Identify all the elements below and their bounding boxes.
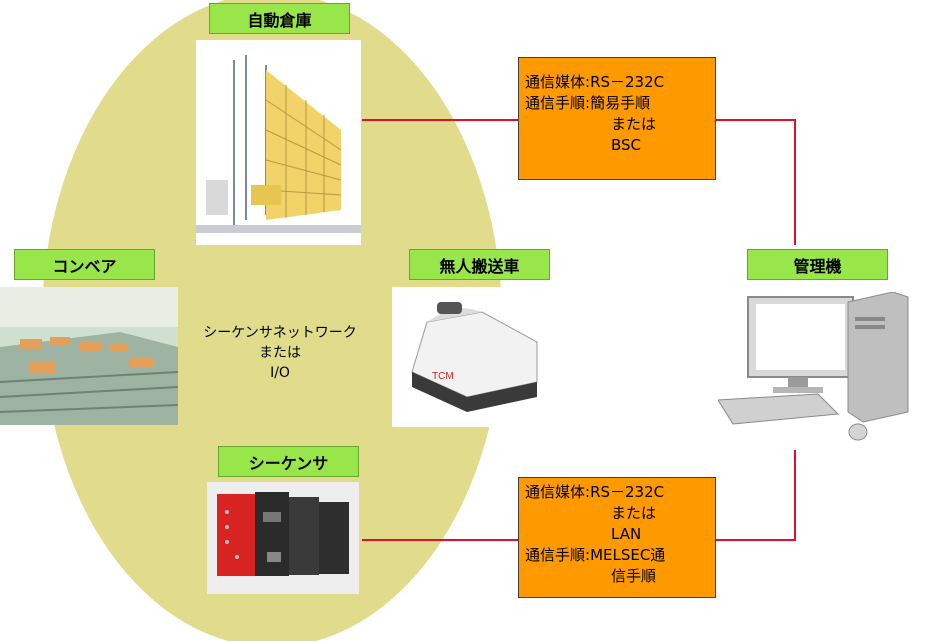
svg-text:TCM: TCM — [432, 371, 454, 382]
link-sequencer-manager — [362, 450, 796, 541]
manager-label: 管理機 — [747, 249, 888, 280]
warehouse-image — [196, 40, 361, 245]
sequencer-image — [207, 482, 359, 594]
bottom-proc-value: MELSEC通 — [590, 546, 666, 564]
top-media-value: RS－232C — [590, 73, 665, 91]
warehouse-label: 自動倉庫 — [209, 3, 350, 34]
bottom-comm-box: 通信媒体: RS－232C または LAN 通信手順: MELSEC通 信手順 — [518, 477, 716, 598]
top-proc-key: 通信手順: — [525, 94, 591, 112]
network-ellipse — [42, 0, 502, 641]
agv-image: TCM — [392, 287, 556, 427]
top-proc-value: 簡易手順 — [590, 94, 651, 112]
bottom-media-key: 通信媒体: — [525, 483, 591, 501]
bottom-proc-line2: 信手順 — [611, 567, 657, 585]
top-proc-line2: または — [611, 115, 657, 133]
top-proc-line3: BSC — [611, 136, 642, 154]
top-comm-box: 通信媒体: RS－232C 通信手順: 簡易手順 または BSC — [518, 57, 716, 180]
agv-label: 無人搬送車 — [409, 249, 550, 280]
bottom-media-line3: LAN — [611, 525, 642, 543]
conveyor-label: コンベア — [14, 249, 155, 280]
bottom-media-line2: または — [611, 504, 657, 522]
sequencer-label: シーケンサ — [218, 446, 359, 477]
bottom-media-value: RS－232C — [590, 483, 665, 501]
network-line2: または — [259, 345, 301, 361]
top-media-key: 通信媒体: — [525, 73, 591, 91]
bottom-proc-key: 通信手順: — [525, 546, 591, 564]
manager-pc-image — [718, 292, 916, 442]
network-caption: シーケンサネットワーク または I/O — [180, 323, 380, 383]
network-line3: I/O — [270, 365, 290, 381]
conveyor-image — [0, 287, 178, 425]
link-warehouse-manager — [362, 119, 796, 245]
network-line1: シーケンサネットワーク — [203, 325, 357, 341]
